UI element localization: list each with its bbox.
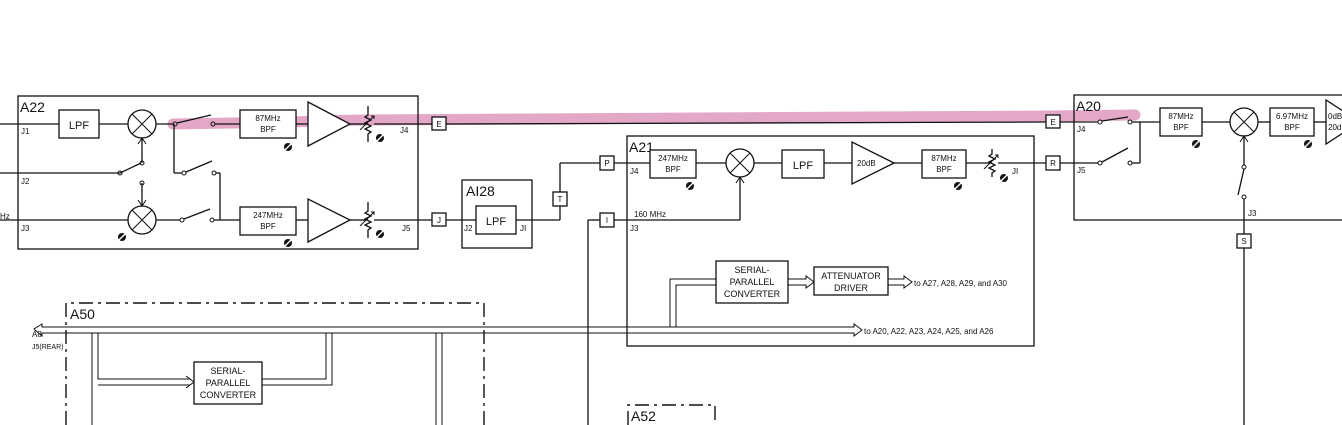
a20-amp-partial: [1325, 98, 1342, 146]
a21-j4-label: J4: [630, 167, 639, 176]
hz-fragment: Hz: [0, 212, 10, 221]
a8-label: A8: [32, 330, 42, 339]
freq-160mhz-label: 160 MHz: [634, 210, 666, 219]
a22-bpf-87: [239, 109, 297, 139]
a21-serial-parallel-converter: [715, 260, 789, 304]
a20-j3-label: J3: [1248, 209, 1257, 218]
a20-mixer: [1229, 107, 1259, 137]
a21-mixer: [725, 148, 755, 178]
a20-amp-0db-label: 0dB: [1328, 112, 1342, 121]
j5-rear-label: J5(REAR): [32, 344, 64, 351]
assembly-a22: A22 J1 J2 J3 Hz LPF: [0, 95, 432, 250]
a21-label: A21: [629, 139, 654, 155]
a52-label: A52: [631, 408, 656, 424]
a128-lpf-label: LPF: [486, 216, 506, 228]
a22-amp-upper: [307, 100, 352, 148]
a21-bpf-87-freq: 87MHz: [931, 154, 956, 163]
a20-j5-label: J5: [1077, 166, 1086, 175]
a21-amp-20db-label: 20dB: [857, 159, 876, 168]
a20-bpf-697-type: BPF: [1284, 123, 1300, 132]
a20-bpf-87: [1159, 107, 1203, 137]
to-a27-label: to A27, A28, A29, and A30: [914, 279, 1008, 288]
to-a20-label: to A20, A22, A23, A24, A25, and A26: [864, 327, 994, 336]
a21-spc-line1: SERIAL-: [734, 265, 769, 275]
connector-i-label: I: [606, 216, 608, 225]
a22-amp-lower: [307, 197, 352, 244]
a50-spc-line1: SERIAL-: [210, 366, 245, 376]
a50-spc-line2: PARALLEL: [206, 378, 251, 388]
assembly-a52: A52: [627, 404, 716, 425]
connector-e-right-label: E: [1050, 118, 1055, 127]
a128-label: AI28: [466, 183, 495, 199]
a20-j4-label: J4: [1077, 125, 1086, 134]
a22-label: A22: [20, 99, 45, 115]
a50-spc-line3: CONVERTER: [200, 390, 257, 400]
a21-att-line1: ATTENUATOR: [821, 271, 881, 281]
a22-mixer-lower: [127, 205, 157, 235]
a21-att-line2: DRIVER: [834, 283, 869, 293]
a22-bpf-87-type: BPF: [260, 125, 276, 134]
connector-e-left-label: E: [436, 120, 441, 129]
a22-lpf-label: LPF: [69, 120, 89, 132]
a22-bpf-247: [239, 206, 297, 236]
a21-bpf-87: [921, 149, 967, 179]
a20-amp-20d-label: 20d: [1328, 123, 1341, 132]
connector-j-label: J: [437, 216, 441, 225]
a22-j4-label: J4: [400, 126, 409, 135]
a21-amp-20db: [851, 140, 896, 186]
a20-bpf-697: [1269, 107, 1315, 137]
a128-lpf-block: [475, 205, 517, 235]
a21-spc-line3: CONVERTER: [724, 289, 781, 299]
a21-bpf-247-type: BPF: [665, 165, 681, 174]
a20-bpf-87-freq: 87MHz: [1168, 112, 1193, 121]
a22-lpf-block: [58, 109, 100, 139]
a20-label: A20: [1076, 98, 1101, 114]
connector-s-label: S: [1241, 237, 1246, 246]
a50-label: A50: [70, 306, 95, 322]
a21-bpf-247: [649, 149, 697, 179]
control-bus: to A20, A22, A23, A24, A25, and A26 A8 J…: [32, 323, 994, 351]
a128-j1-label: JI: [520, 224, 526, 233]
a20-bpf-87-type: BPF: [1173, 123, 1189, 132]
connector-r-label: R: [1050, 159, 1056, 168]
a21-j1-label: JI: [1012, 167, 1018, 176]
a22-j5-label: J5: [402, 224, 411, 233]
a21-j3-label: J3: [630, 224, 639, 233]
a21-spc-line2: PARALLEL: [730, 277, 775, 287]
assembly-a20: A20 J4 J5 87MHz BPF J3 6.97MHz BPF: [1073, 94, 1342, 234]
connector-t-label: T: [558, 195, 563, 204]
a128-j2-label: J2: [464, 224, 473, 233]
a21-attenuator-driver: [813, 266, 889, 296]
a21-bpf-247-freq: 247MHz: [658, 154, 688, 163]
a22-bpf-247-type: BPF: [260, 222, 276, 231]
a50-serial-parallel-converter: [193, 361, 263, 405]
connector-p-label: P: [604, 159, 609, 168]
a22-bpf-87-freq: 87MHz: [255, 114, 280, 123]
a21-lpf-label: LPF: [793, 160, 813, 172]
assembly-a50: A50 SERIAL- PARALLEL CONVERTER: [65, 302, 485, 425]
a22-j1-label: J1: [21, 127, 30, 136]
assembly-a21: A21 J4 J3 247MHz BPF LPF 20dB 87MHz BPF …: [626, 135, 1046, 347]
assembly-a128: AI28 LPF J2 JI: [461, 179, 560, 249]
a21-bpf-87-type: BPF: [936, 165, 952, 174]
a21-lpf-block: [781, 149, 825, 179]
a20-bpf-697-freq: 6.97MHz: [1276, 112, 1308, 121]
a22-mixer-upper: [127, 109, 157, 139]
a22-bpf-247-freq: 247MHz: [253, 211, 283, 220]
a22-j3-label: J3: [21, 224, 30, 233]
a22-j2-label: J2: [21, 177, 30, 186]
